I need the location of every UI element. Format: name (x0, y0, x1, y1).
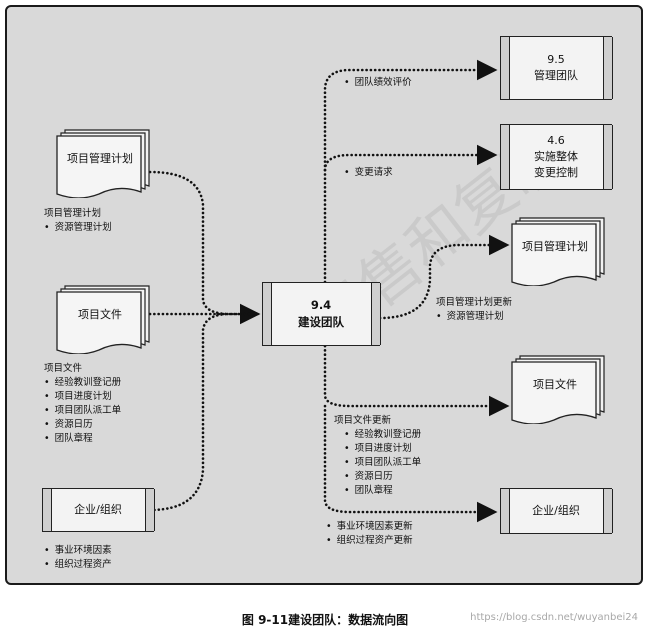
box-title: 企业/组织 (74, 503, 122, 517)
input-doc-pm-plan: 项目管理计划 (55, 128, 151, 198)
flow-pm-plan-update-out (378, 234, 510, 320)
process-number: 9.4 (310, 298, 332, 313)
input-label-pm-plan: 项目管理计划 资源管理计划 (44, 207, 112, 235)
label-item: 经验教训登记册 (44, 376, 122, 390)
label-item: 团队绩效评价 (344, 76, 412, 90)
process-name: 建设团队 (298, 315, 344, 329)
label-item: 事业环境因素更新 (326, 520, 413, 534)
process-box-build-team: 9.4 建设团队 (261, 282, 381, 346)
label-item: 资源管理计划 (44, 221, 112, 235)
output-doc-pm-plan: 项目管理计划 (510, 216, 606, 286)
doc-title: 项目管理计划 (522, 240, 588, 253)
doc-title: 项目管理计划 (67, 152, 133, 165)
label-item: 项目团队派工单 (44, 404, 122, 418)
label-item: 项目团队派工单 (344, 456, 422, 470)
box-number: 9.5 (547, 53, 565, 67)
document-stack-icon (56, 285, 150, 354)
input-label-enterprise: 事业环境因素 组织过程资产 (44, 544, 112, 572)
output-label-docs-update: 项目文件更新 经验教训登记册 项目进度计划 项目团队派工单 资源日历 团队章程 (334, 414, 421, 498)
input-doc-project-docs: 项目文件 (55, 284, 151, 354)
document-stack-icon (511, 217, 605, 286)
document-stack-icon (56, 129, 150, 198)
label-item: 团队章程 (44, 432, 121, 446)
box-title-line-1: 实施整体 (534, 150, 578, 164)
label-item: 项目进度计划 (44, 390, 121, 404)
label-head: 项目管理计划 (44, 208, 102, 219)
label-item: 资源日历 (344, 470, 421, 484)
output-label-change-control: 变更请求 (344, 166, 393, 180)
output-doc-project-docs: 项目文件 (510, 354, 606, 424)
label-item: 资源日历 (44, 418, 121, 432)
doc-title: 项目文件 (78, 308, 122, 321)
document-stack-icon (511, 355, 605, 424)
figure-caption: 图 9-11建设团队：数据流向图 (241, 613, 409, 627)
box-title-line-2: 变更控制 (534, 165, 578, 179)
flow-manage-team-out (323, 59, 498, 284)
output-label-enterprise-update: 事业环境因素更新 组织过程资产更新 (326, 520, 413, 548)
label-item: 经验教训登记册 (344, 428, 422, 442)
label-item: 项目进度计划 (344, 442, 421, 456)
output-label-pm-plan-update: 项目管理计划更新 资源管理计划 (436, 296, 512, 324)
box-number: 4.6 (547, 134, 565, 148)
flow-docs-update-out (323, 344, 510, 417)
flow-enterprise-update-out (323, 404, 498, 523)
input-label-project-docs: 项目文件 经验教训登记册 项目进度计划 项目团队派工单 资源日历 团队章程 (44, 362, 121, 446)
label-head: 项目文件 (44, 363, 83, 374)
output-box-enterprise: 企业/组织 (499, 488, 613, 534)
output-box-manage-team: 9.5 管理团队 (499, 36, 613, 100)
label-item: 资源管理计划 (436, 310, 512, 324)
input-box-enterprise: 企业/组织 (41, 488, 155, 532)
flow-enterprise-in (148, 312, 232, 512)
label-item: 变更请求 (344, 166, 393, 180)
source-watermark: https://blog.csdn.net/wuyanbei24 (470, 612, 638, 623)
label-item: 团队章程 (344, 484, 421, 498)
label-item: 组织过程资产更新 (326, 534, 413, 548)
flow-pm-plan-in (148, 170, 261, 325)
label-item: 组织过程资产 (44, 558, 112, 572)
label-item: 事业环境因素 (44, 544, 112, 558)
label-head: 项目管理计划更新 (436, 297, 513, 308)
label-head: 项目文件更新 (334, 415, 392, 426)
output-label-manage-team: 团队绩效评价 (344, 76, 412, 90)
output-box-change-control: 4.6 实施整体 变更控制 (499, 124, 613, 190)
doc-title: 项目文件 (533, 378, 577, 391)
box-title: 企业/组织 (532, 504, 580, 518)
box-title: 管理团队 (534, 69, 578, 82)
